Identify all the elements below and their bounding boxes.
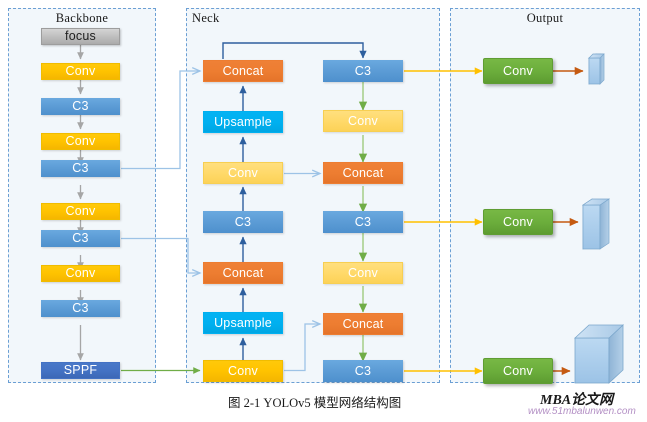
backbone-node-sppf[interactable]: SPPF bbox=[41, 362, 120, 379]
watermark-title: MBA论文网 bbox=[540, 393, 614, 408]
neck-left-node-upsample-2[interactable]: Upsample bbox=[203, 312, 283, 334]
panel-title-backbone: Backbone bbox=[55, 11, 109, 25]
neck-left-node-c3-1[interactable]: C3 bbox=[203, 211, 283, 233]
neck-right-node-conv-1[interactable]: Conv bbox=[323, 110, 403, 132]
backbone-node-c3-3[interactable]: C3 bbox=[41, 230, 120, 247]
backbone-node-conv-2[interactable]: Conv bbox=[41, 133, 120, 150]
neck-right-node-c3-3[interactable]: C3 bbox=[323, 360, 403, 382]
neck-right-node-concat-2[interactable]: Concat bbox=[323, 313, 403, 335]
neck-left-node-conv-1[interactable]: Conv bbox=[203, 162, 283, 184]
neck-right-node-conv-2[interactable]: Conv bbox=[323, 262, 403, 284]
neck-left-node-upsample-1[interactable]: Upsample bbox=[203, 111, 283, 133]
backbone-node-conv-4[interactable]: Conv bbox=[41, 265, 120, 282]
backbone-node-conv-1[interactable]: Conv bbox=[41, 63, 120, 80]
output-conv-2[interactable]: Conv bbox=[483, 209, 553, 235]
panel-title-neck: Neck bbox=[192, 11, 220, 25]
backbone-node-conv-3[interactable]: Conv bbox=[41, 203, 120, 220]
neck-left-node-conv-2[interactable]: Conv bbox=[203, 360, 283, 382]
neck-right-node-c3-1[interactable]: C3 bbox=[323, 60, 403, 82]
backbone-node-c3-1[interactable]: C3 bbox=[41, 98, 120, 115]
backbone-node-c3-4[interactable]: C3 bbox=[41, 300, 120, 317]
neck-right-node-c3-2[interactable]: C3 bbox=[323, 211, 403, 233]
neck-left-node-concat-2[interactable]: Concat bbox=[203, 262, 283, 284]
watermark-url: www.51mbalunwen.com bbox=[528, 406, 636, 417]
figure-caption: 图 2-1 YOLOv5 模型网络结构图 bbox=[228, 396, 402, 410]
backbone-node-c3-2[interactable]: C3 bbox=[41, 160, 120, 177]
output-conv-3[interactable]: Conv bbox=[483, 358, 553, 384]
backbone-node-focus[interactable]: focus bbox=[41, 28, 120, 45]
output-conv-1[interactable]: Conv bbox=[483, 58, 553, 84]
neck-left-node-concat-1[interactable]: Concat bbox=[203, 60, 283, 82]
neck-right-node-concat-1[interactable]: Concat bbox=[323, 162, 403, 184]
panel-title-output: Output bbox=[526, 11, 564, 25]
